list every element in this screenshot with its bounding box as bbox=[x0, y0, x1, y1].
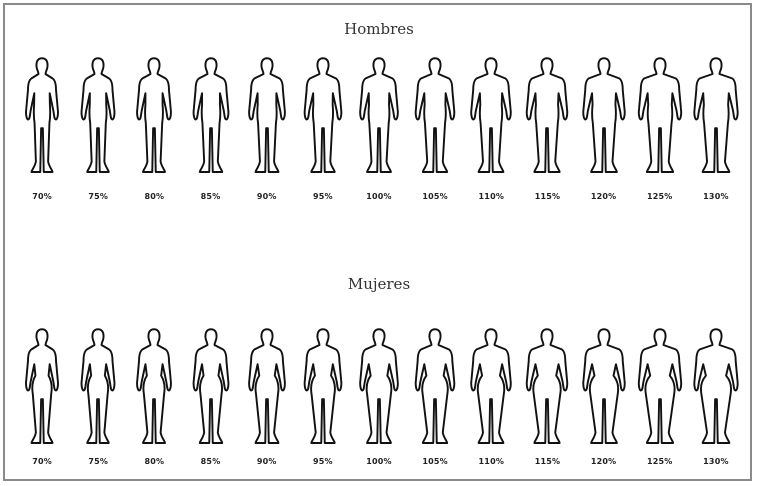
women-percent-label: 125% bbox=[632, 457, 688, 466]
men-figure: 85% bbox=[183, 46, 239, 201]
men-figure: 80% bbox=[126, 46, 182, 201]
women-percent-label: 90% bbox=[239, 457, 295, 466]
women-figure: 115% bbox=[519, 323, 575, 466]
women-figure: 80% bbox=[126, 323, 182, 466]
men-figure: 130% bbox=[688, 46, 744, 201]
men-percent-label: 110% bbox=[463, 192, 519, 201]
men-silhouette-icon bbox=[70, 46, 126, 186]
women-percent-label: 85% bbox=[183, 457, 239, 466]
men-silhouette-icon bbox=[126, 46, 182, 186]
women-percent-label: 105% bbox=[407, 457, 463, 466]
men-figure: 110% bbox=[463, 46, 519, 201]
men-percent-label: 100% bbox=[351, 192, 407, 201]
men-silhouette-icon bbox=[295, 46, 351, 186]
women-figure: 130% bbox=[688, 323, 744, 466]
men-percent-label: 80% bbox=[126, 192, 182, 201]
women-silhouette-icon bbox=[295, 323, 351, 451]
women-percent-label: 130% bbox=[688, 457, 744, 466]
men-percent-label: 90% bbox=[239, 192, 295, 201]
men-percent-label: 120% bbox=[576, 192, 632, 201]
women-percent-label: 110% bbox=[463, 457, 519, 466]
men-percent-label: 85% bbox=[183, 192, 239, 201]
men-silhouette-icon bbox=[351, 46, 407, 186]
men-silhouette-icon bbox=[519, 46, 575, 186]
men-section-title: Hombres bbox=[0, 20, 758, 38]
women-figure: 120% bbox=[576, 323, 632, 466]
women-figure: 105% bbox=[407, 323, 463, 466]
women-figure-row: 70%75%80%85%90%95%100%105%110%115%120%12… bbox=[0, 323, 758, 483]
women-silhouette-icon bbox=[70, 323, 126, 451]
women-silhouette-icon bbox=[351, 323, 407, 451]
men-figure: 95% bbox=[295, 46, 351, 201]
men-silhouette-icon bbox=[239, 46, 295, 186]
men-figure: 125% bbox=[632, 46, 688, 201]
men-silhouette-icon bbox=[576, 46, 632, 186]
women-silhouette-icon bbox=[632, 323, 688, 451]
men-silhouette-icon bbox=[183, 46, 239, 186]
women-figure: 110% bbox=[463, 323, 519, 466]
men-percent-label: 75% bbox=[70, 192, 126, 201]
women-silhouette-icon bbox=[14, 323, 70, 451]
men-figure: 90% bbox=[239, 46, 295, 201]
men-percent-label: 70% bbox=[14, 192, 70, 201]
women-percent-label: 75% bbox=[70, 457, 126, 466]
women-silhouette-icon bbox=[407, 323, 463, 451]
women-silhouette-icon bbox=[463, 323, 519, 451]
men-silhouette-icon bbox=[688, 46, 744, 186]
men-silhouette-icon bbox=[632, 46, 688, 186]
men-silhouette-icon bbox=[463, 46, 519, 186]
women-silhouette-icon bbox=[183, 323, 239, 451]
women-silhouette-icon bbox=[239, 323, 295, 451]
men-figure: 75% bbox=[70, 46, 126, 201]
women-percent-label: 95% bbox=[295, 457, 351, 466]
men-percent-label: 105% bbox=[407, 192, 463, 201]
women-figure: 85% bbox=[183, 323, 239, 466]
women-figure: 90% bbox=[239, 323, 295, 466]
men-silhouette-icon bbox=[407, 46, 463, 186]
women-figure: 75% bbox=[70, 323, 126, 466]
men-percent-label: 115% bbox=[519, 192, 575, 201]
women-figure: 95% bbox=[295, 323, 351, 466]
women-silhouette-icon bbox=[688, 323, 744, 451]
men-figure: 105% bbox=[407, 46, 463, 201]
women-figure: 125% bbox=[632, 323, 688, 466]
women-percent-label: 115% bbox=[519, 457, 575, 466]
men-silhouette-icon bbox=[14, 46, 70, 186]
women-percent-label: 70% bbox=[14, 457, 70, 466]
women-figure: 70% bbox=[14, 323, 70, 466]
men-figure: 115% bbox=[519, 46, 575, 201]
men-figure: 100% bbox=[351, 46, 407, 201]
men-figure: 70% bbox=[14, 46, 70, 201]
women-percent-label: 120% bbox=[576, 457, 632, 466]
women-figure: 100% bbox=[351, 323, 407, 466]
men-percent-label: 95% bbox=[295, 192, 351, 201]
women-section-title: Mujeres bbox=[0, 275, 758, 293]
men-percent-label: 130% bbox=[688, 192, 744, 201]
women-silhouette-icon bbox=[519, 323, 575, 451]
women-silhouette-icon bbox=[126, 323, 182, 451]
women-silhouette-icon bbox=[576, 323, 632, 451]
men-figure-row: 70%75%80%85%90%95%100%105%110%115%120%12… bbox=[0, 46, 758, 216]
women-percent-label: 80% bbox=[126, 457, 182, 466]
men-percent-label: 125% bbox=[632, 192, 688, 201]
women-percent-label: 100% bbox=[351, 457, 407, 466]
men-figure: 120% bbox=[576, 46, 632, 201]
